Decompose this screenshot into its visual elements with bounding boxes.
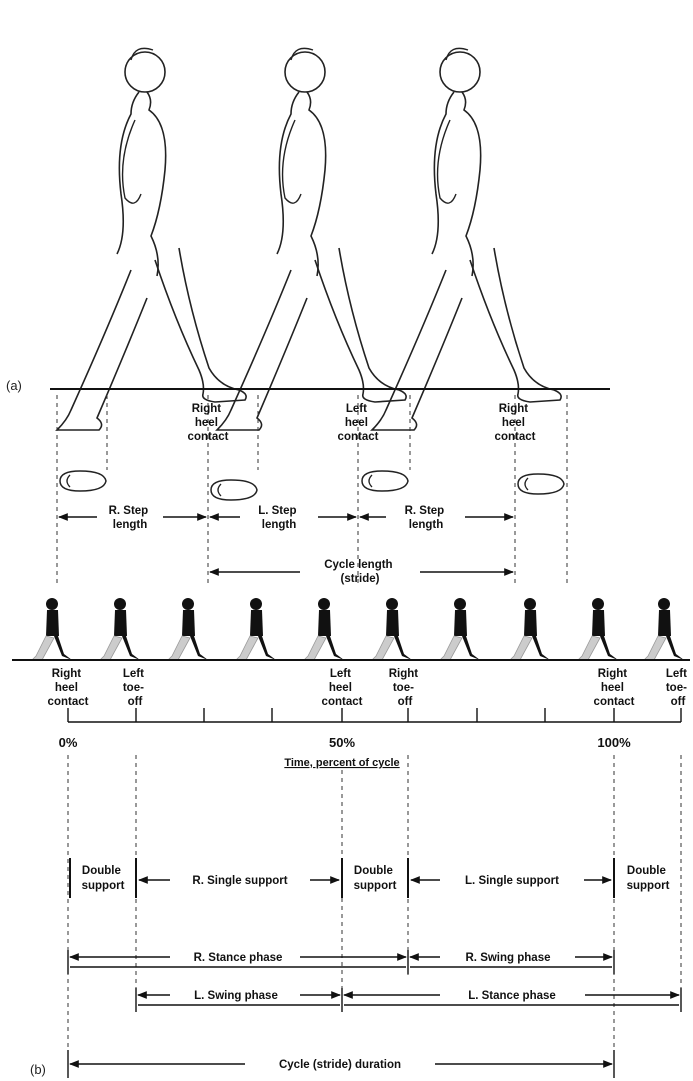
silhouette-row: [32, 598, 684, 660]
walker-silhouette: [440, 598, 480, 660]
event-label-b-left-heel: Left heel contact: [322, 668, 363, 708]
event-label-a-left-heel: Left heel contact: [338, 403, 379, 443]
time-axis: [68, 708, 681, 722]
footprint-icon: [211, 480, 257, 500]
time-axis-caption: Time, percent of cycle: [284, 757, 399, 769]
l-swing-phase-label: L. Swing phase: [194, 990, 278, 1002]
walker-silhouette: [578, 598, 618, 660]
phase-bars: [68, 950, 681, 1012]
double-support-label-3: Double support: [627, 865, 670, 892]
event-label-b-right-heel-2: Right heel contact: [594, 668, 635, 708]
double-support-label-1: Double support: [82, 865, 125, 892]
percent-label-50: 50%: [329, 735, 355, 750]
walker-silhouette: [236, 598, 276, 660]
walker-silhouette: [644, 598, 684, 660]
walker-silhouette: [32, 598, 72, 660]
double-support-label-2: Double support: [354, 865, 397, 892]
event-label-b-right-heel-1: Right heel contact: [48, 668, 89, 708]
l-stance-phase-label: L. Stance phase: [468, 990, 556, 1002]
step-length-label-l: L. Step length: [258, 505, 300, 531]
walker-silhouette: [168, 598, 208, 660]
event-label-b-left-toe-off-2: Left toe- off: [666, 668, 690, 708]
walker-silhouette: [510, 598, 550, 660]
footprint-icon: [518, 474, 564, 494]
l-single-support-label: L. Single support: [465, 875, 559, 887]
footprint-icon: [362, 471, 408, 491]
step-length-label-r2: R. Step length: [405, 505, 448, 531]
cycle-duration-label: Cycle (stride) duration: [279, 1059, 401, 1071]
walker-silhouette: [372, 598, 412, 660]
panel-a-label: (a): [6, 378, 22, 393]
cycle-length-label: Cycle length (stride): [324, 559, 396, 585]
walker-figure-3: [372, 48, 561, 430]
percent-label-100: 100%: [597, 735, 631, 750]
panel-b-label: (b): [30, 1062, 46, 1077]
footprint-icon: [60, 471, 106, 491]
event-label-a-right-heel-2: Right heel contact: [495, 403, 536, 443]
panel-a-guides: [57, 395, 567, 585]
walker-figure-2: [217, 48, 406, 430]
walker-silhouette: [100, 598, 140, 660]
event-label-b-right-toe-off: Right toe- off: [389, 668, 422, 708]
r-single-support-label: R. Single support: [192, 875, 287, 887]
percent-label-0: 0%: [59, 735, 78, 750]
step-length-label-r1: R. Step length: [109, 505, 152, 531]
walker-figure-1: [57, 48, 246, 430]
walker-silhouette: [304, 598, 344, 660]
event-label-b-left-toe-off-1: Left toe- off: [123, 668, 147, 708]
r-swing-phase-label: R. Swing phase: [466, 952, 551, 964]
r-stance-phase-label: R. Stance phase: [194, 952, 283, 964]
panel-b-guides: [68, 755, 681, 1075]
